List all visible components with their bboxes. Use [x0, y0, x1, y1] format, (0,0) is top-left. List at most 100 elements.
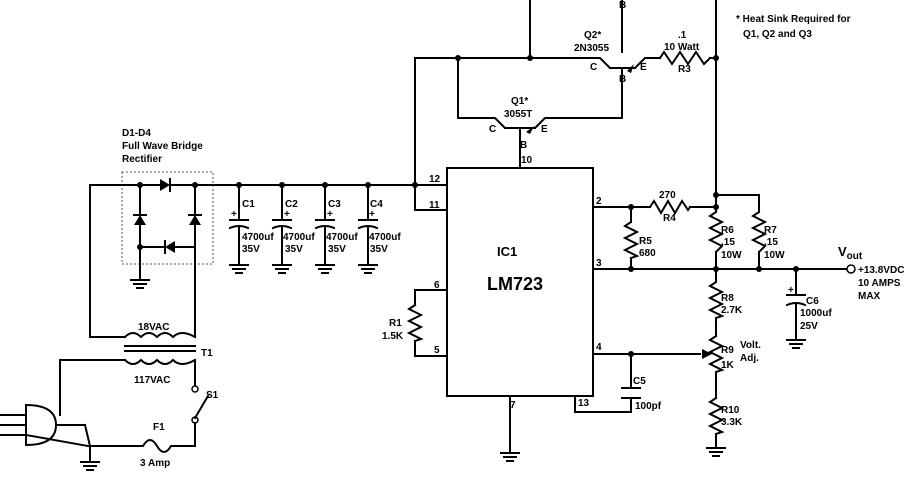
r9-value: 1K: [721, 360, 735, 371]
r5-value: 680: [639, 248, 656, 259]
q2-base-label: B: [619, 74, 626, 85]
transistor-q1: Q1* 3055T C E B: [489, 96, 548, 151]
c2-voltage: 35V: [285, 244, 303, 255]
resistor-r6: R6 .15 10W: [707, 210, 742, 261]
q1-collector-label: C: [489, 124, 496, 135]
fuse-f1: F1 3 Amp: [89, 422, 179, 469]
r7-rating: 10W: [764, 250, 785, 261]
output-terminal: Vout +13.8VDC 10 AMPS MAX: [838, 244, 904, 302]
c3-ref: C3: [328, 199, 341, 210]
c4-voltage: 35V: [370, 244, 388, 255]
r10-ref: R10: [721, 405, 740, 416]
ic-pin-7: 7: [510, 400, 516, 411]
c3-voltage: 35V: [328, 244, 346, 255]
q2-collector-label: C: [590, 62, 597, 73]
resistor-r3: .1 10 Watt R3: [658, 30, 712, 75]
r4-value: 270: [659, 190, 676, 201]
q2-part: 2N3055: [574, 43, 609, 54]
c4-ref: C4: [370, 199, 383, 210]
r6-ref: R6: [721, 225, 734, 236]
resistor-r5: R5 680: [622, 220, 656, 260]
r9-ref: R9: [721, 345, 734, 356]
output-max: MAX: [858, 291, 881, 302]
junction-dots: [192, 55, 799, 357]
r8-value: 2.7K: [721, 305, 743, 316]
capacitor-c5: C5 100pf: [621, 376, 662, 412]
output-current: 10 AMPS: [858, 278, 901, 289]
c6-plus: +: [788, 285, 794, 296]
ic-pin-6: 6: [434, 280, 440, 291]
bridge-ref: D1-D4: [122, 128, 151, 139]
switch-s1: S1: [177, 385, 219, 447]
resistor-r1: R1 1.5K: [382, 303, 424, 343]
r3-rating: 10 Watt: [664, 42, 700, 53]
capacitor-c4: + C4 4700uf 35V: [357, 184, 401, 274]
r3-ref: R3: [678, 64, 691, 75]
transformer-secondary: 18VAC: [138, 322, 170, 333]
c2-value: 4700uf: [283, 232, 315, 243]
bridge-rectifier: D1-D4 Full Wave Bridge Rectifier: [89, 128, 214, 265]
r7-value: .15: [764, 237, 778, 248]
ic-pin-13: 13: [578, 398, 590, 409]
ic-pin-11: 11: [429, 200, 440, 211]
c5-ref: C5: [633, 376, 646, 387]
potentiometer-r9: R9 1K Volt. Adj.: [702, 334, 761, 374]
capacitor-c3: + C3 4700uf 35V: [314, 184, 358, 274]
output-voltage: +13.8VDC: [858, 265, 904, 276]
q2-emitter-label: E: [640, 62, 647, 73]
fuse-rating: 3 Amp: [140, 458, 170, 469]
r8-ref: R8: [721, 293, 734, 304]
c1-voltage: 35V: [242, 244, 260, 255]
ic-pin-4: 4: [596, 342, 602, 353]
capacitor-c1: + C1 4700uf 35V: [228, 184, 274, 274]
bridge-line2: Rectifier: [122, 154, 162, 165]
switch-ref: S1: [206, 390, 219, 401]
q2-ref: Q2*: [584, 30, 601, 41]
capacitor-c6: + C6 1000uf 25V: [785, 285, 832, 349]
transformer-ref: T1: [201, 348, 213, 359]
ic-pin-10: 10: [521, 155, 533, 166]
r6-value: .15: [721, 237, 735, 248]
heat-sink-note-line1: * Heat Sink Required for: [736, 14, 851, 25]
c4-value: 4700uf: [369, 232, 401, 243]
transformer-t1: 18VAC 117VAC T1: [59, 184, 213, 416]
ic1-lm723: IC1 LM723 12 11 10 2 3 6 5 4 7 13: [429, 155, 602, 411]
c2-ref: C2: [285, 199, 298, 210]
r6-rating: 10W: [721, 250, 742, 261]
ic-ref-label: IC1: [497, 244, 517, 259]
r10-value: 3.3K: [721, 417, 743, 428]
ic-pin-2: 2: [596, 196, 602, 207]
q1-ref: Q1*: [511, 96, 528, 107]
ic-pin-5: 5: [434, 345, 440, 356]
r7-ref: R7: [764, 225, 777, 236]
c1-value: 4700uf: [242, 232, 274, 243]
vout-label: Vout: [838, 244, 863, 262]
resistor-r10: R10 3.3K: [707, 396, 743, 436]
q3-base-label: B: [619, 0, 626, 11]
bridge-line1: Full Wave Bridge: [122, 141, 203, 152]
c3-value: 4700uf: [326, 232, 358, 243]
transistor-q2: Q2* 2N3055 C E B B: [574, 0, 647, 85]
c6-voltage: 25V: [800, 321, 818, 332]
fuse-ref: F1: [153, 422, 165, 433]
c3-plus: +: [327, 209, 333, 220]
c1-plus: +: [231, 209, 237, 220]
c1-ref: C1: [242, 199, 255, 210]
c2-plus: +: [284, 209, 290, 220]
r1-value: 1.5K: [382, 331, 404, 342]
ac-plug: [0, 403, 92, 448]
resistor-r8: R8 2.7K: [707, 280, 743, 320]
c6-value: 1000uf: [800, 308, 832, 319]
resistor-r4: 270 R4: [648, 190, 692, 224]
resistor-r7: R7 .15 10W: [750, 210, 785, 261]
transformer-primary: 117VAC: [134, 375, 171, 386]
ic-pin-12: 12: [429, 174, 441, 185]
capacitor-c2: + C2 4700uf 35V: [271, 184, 315, 274]
ic-part-label: LM723: [487, 274, 543, 294]
c6-ref: C6: [806, 296, 819, 307]
r5-ref: R5: [639, 236, 652, 247]
r1-ref: R1: [389, 318, 402, 329]
q1-emitter-label: E: [541, 124, 548, 135]
c5-value: 100pf: [635, 401, 662, 412]
